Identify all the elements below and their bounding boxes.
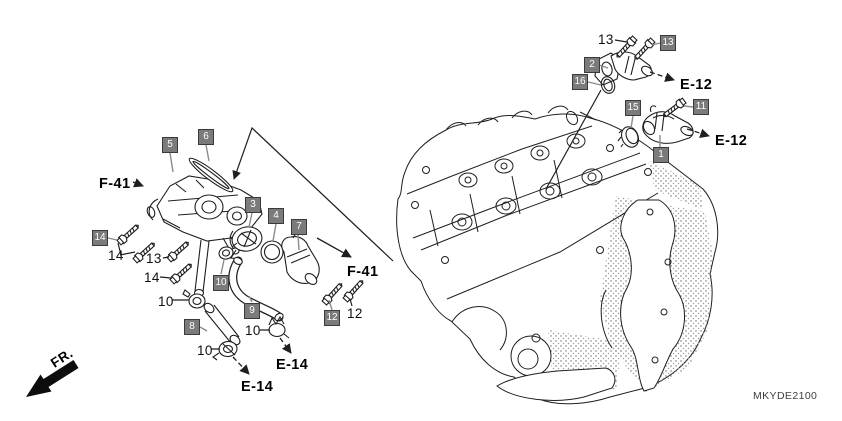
label-leader-lines (117, 39, 628, 350)
part-callout-14-13[interactable]: 14 (92, 230, 108, 246)
engine-illustration (396, 105, 719, 405)
section-ref-e14-5: E-14 (241, 379, 274, 395)
part-callout-4-3[interactable]: 4 (268, 208, 284, 224)
part-9-drawing (228, 256, 284, 322)
part-drawings (115, 34, 694, 361)
part-callout-15-14[interactable]: 15 (625, 100, 641, 116)
part-16-drawing (600, 76, 616, 94)
part-label-13-0: 13 (598, 32, 614, 47)
part-callout-12-11[interactable]: 12 (324, 310, 340, 326)
part-2-drawing (594, 51, 653, 86)
part-label-13-2: 13 (146, 251, 162, 266)
part-callout-1-0[interactable]: 1 (653, 147, 669, 163)
part-callout-9-8[interactable]: 9 (244, 303, 260, 319)
part-callout-11-10[interactable]: 11 (693, 99, 709, 115)
part-callout-6-5[interactable]: 6 (198, 129, 214, 145)
fr-arrow-icon (26, 360, 79, 397)
part-callout-13-12[interactable]: 13 (660, 35, 676, 51)
part-callout-3-2[interactable]: 3 (245, 197, 261, 213)
section-ref-e12-0: E-12 (680, 77, 713, 93)
section-ref-e12-1: E-12 (715, 133, 748, 149)
part-7-drawing (281, 231, 320, 285)
part-callout-16-15[interactable]: 16 (572, 74, 588, 90)
part-8-drawing (203, 302, 241, 346)
part-label-10-4: 10 (158, 294, 174, 309)
part-5-drawing (146, 175, 263, 298)
part-4-drawing (260, 240, 284, 264)
part-label-10-6: 10 (245, 323, 261, 338)
part-callout-7-6[interactable]: 7 (291, 219, 307, 235)
part-10-clamp-drawings (182, 242, 290, 361)
part-15-drawing (617, 126, 640, 148)
section-ref-f41-2: F-41 (99, 176, 131, 192)
part-callout-5-4[interactable]: 5 (162, 137, 178, 153)
section-ref-e14-4: E-14 (276, 357, 309, 373)
reference-arrows (132, 71, 710, 375)
diagram-code: MKYDE2100 (753, 390, 818, 402)
part-callout-10-9[interactable]: 10 (213, 275, 229, 291)
part-label-14-3: 14 (144, 270, 160, 285)
part-label-12-7: 12 (347, 306, 363, 321)
part-label-10-5: 10 (197, 343, 213, 358)
part-6-drawing (188, 157, 234, 193)
part-callout-8-7[interactable]: 8 (184, 319, 200, 335)
part-3-drawing (229, 226, 263, 260)
part-callout-2-1[interactable]: 2 (584, 57, 600, 73)
part-1-drawing (642, 105, 694, 144)
part-label-14-1: 14 (108, 248, 124, 263)
callout-leader-lines (107, 42, 694, 332)
section-ref-f41-3: F-41 (347, 264, 379, 280)
